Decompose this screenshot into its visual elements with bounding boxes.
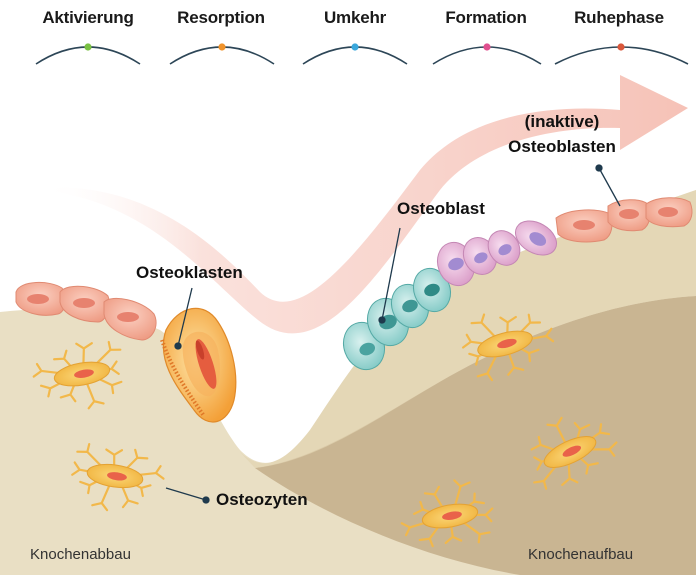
phase-dot-aktivierung <box>84 43 91 50</box>
label-inactive-line2: Osteoblasten <box>508 137 616 157</box>
label-inactive-line1: (inaktive) <box>525 112 600 132</box>
phase-dot-formation <box>483 43 490 50</box>
phase-label-aktivierung: Aktivierung <box>42 8 133 28</box>
phase-arcs <box>36 43 688 64</box>
phase-dot-ruhephase <box>617 43 624 50</box>
phase-dot-resorption <box>218 43 225 50</box>
caption-knochenabbau: Knochenabbau <box>30 546 131 563</box>
phase-label-ruhephase: Ruhephase <box>574 8 664 28</box>
label-osteoblast: Osteoblast <box>397 199 485 219</box>
phase-dot-umkehr <box>351 43 358 50</box>
phase-label-umkehr: Umkehr <box>324 8 386 28</box>
phase-label-resorption: Resorption <box>177 8 265 28</box>
caption-knochenaufbau: Knochenaufbau <box>528 546 633 563</box>
label-osteoklasten: Osteoklasten <box>136 263 243 283</box>
label-osteozyten: Osteozyten <box>216 490 308 510</box>
phase-label-formation: Formation <box>445 8 526 28</box>
